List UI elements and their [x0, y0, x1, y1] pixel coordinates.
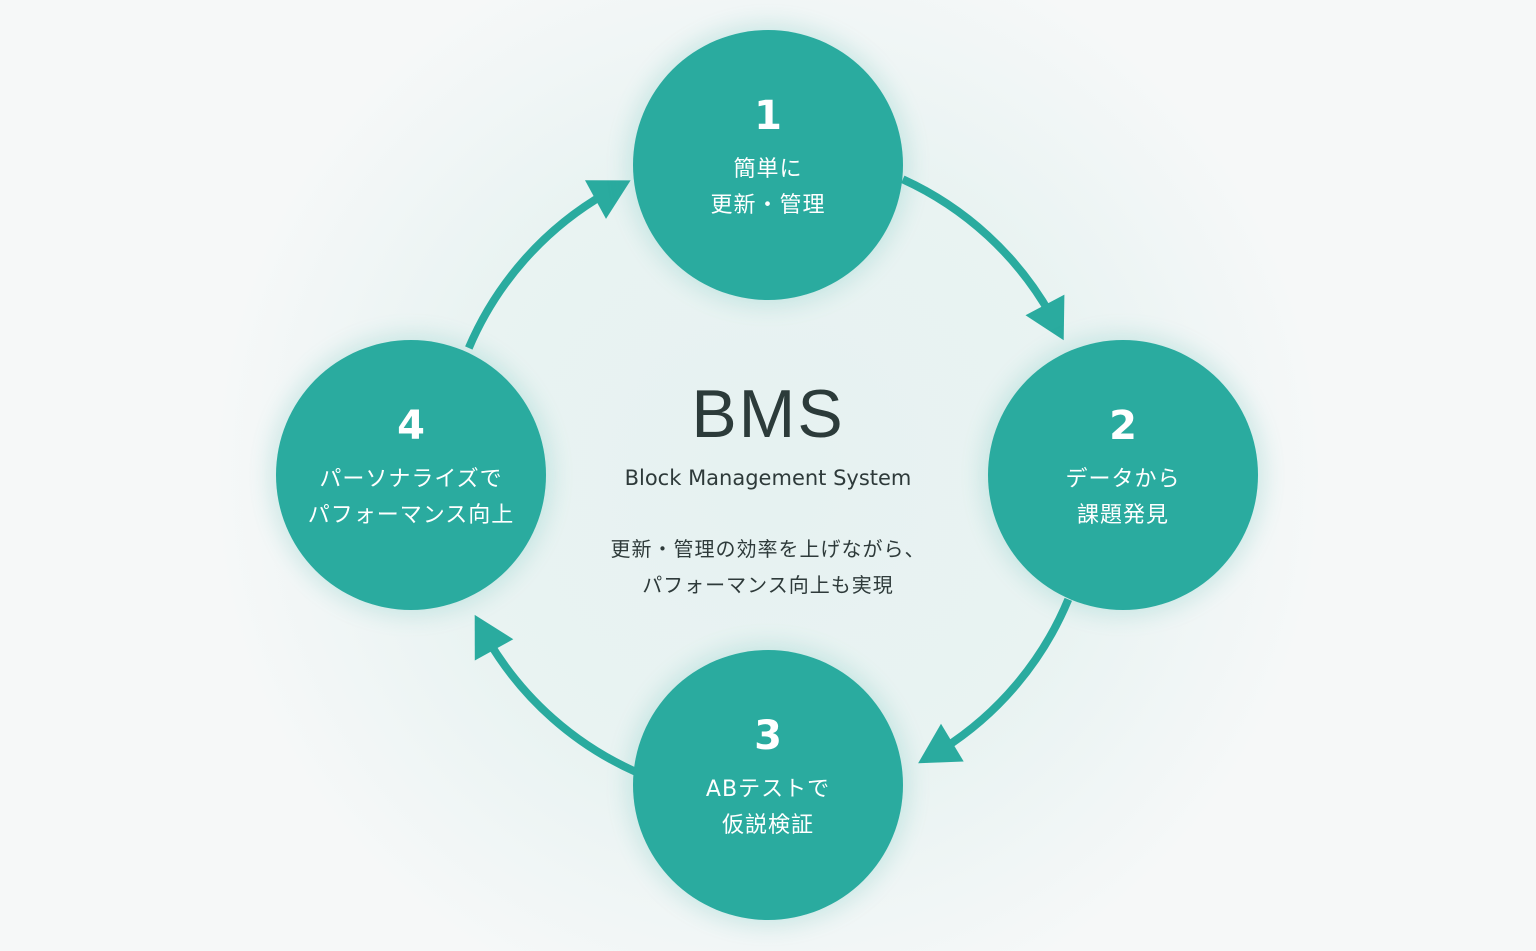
- arrow-head-icon: [918, 723, 964, 764]
- step-node-4: 4 パーソナライズで パフォーマンス向上: [276, 340, 546, 610]
- center-title: BMS: [691, 376, 845, 452]
- step-node-3: 3 ABテストで 仮説検証: [633, 650, 903, 920]
- step-label-line: データから: [1065, 467, 1181, 492]
- step-number: 2: [1109, 403, 1137, 449]
- step-label-line: 更新・管理: [710, 193, 826, 218]
- step-node-1: 1 簡単に 更新・管理: [633, 30, 903, 300]
- step-node-2: 2 データから 課題発見: [988, 340, 1258, 610]
- step-label-line: ABテストで: [705, 777, 831, 802]
- arrow-1-to-2: [901, 175, 1055, 318]
- arrow-head-icon: [1025, 294, 1065, 341]
- center-description: 更新・管理の効率を上げながら、 パフォーマンス向上も実現: [568, 531, 968, 603]
- center-description-line: 更新・管理の効率を上げながら、: [610, 537, 926, 561]
- arrow-2-to-3: [940, 597, 1072, 753]
- step-number: 1: [754, 93, 782, 139]
- arrow-4-to-1: [465, 189, 608, 350]
- center-content: BMS Block Management System 更新・管理の効率を上げな…: [568, 375, 968, 603]
- step-number: 4: [397, 403, 425, 449]
- arrow-3-to-4: [484, 637, 640, 777]
- center-subtitle: Block Management System: [624, 466, 912, 490]
- center-description-line: パフォーマンス向上も実現: [642, 573, 894, 597]
- step-number: 3: [754, 713, 782, 759]
- step-label-line: パーソナライズで: [319, 467, 503, 492]
- step-label-line: 課題発見: [1076, 503, 1169, 528]
- arrow-head-icon: [474, 614, 514, 661]
- step-label-line: 簡単に: [733, 157, 803, 182]
- arrow-head-icon: [585, 180, 631, 219]
- step-label-line: パフォーマンス向上: [307, 503, 515, 528]
- step-label-line: 仮説検証: [721, 813, 814, 838]
